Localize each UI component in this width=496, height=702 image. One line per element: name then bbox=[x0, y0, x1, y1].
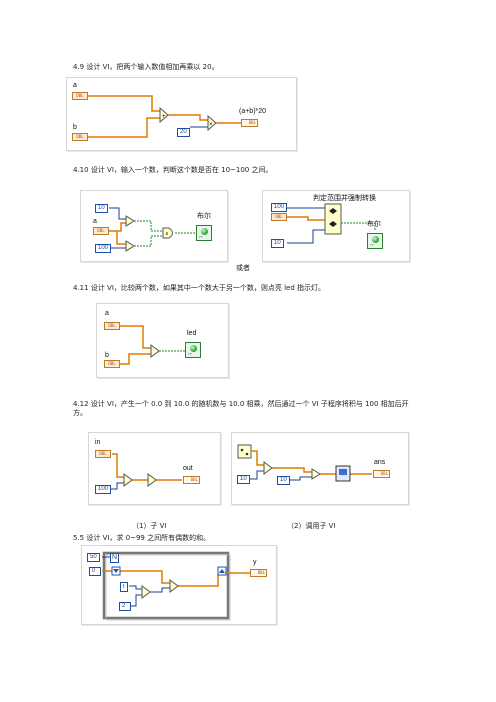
add-function-icon bbox=[123, 473, 133, 487]
output-label-y: y bbox=[253, 559, 257, 566]
multiply-function-icon bbox=[263, 461, 273, 475]
caption-call-subvi: （2）调用子 VI bbox=[287, 522, 336, 530]
input-label-a: a bbox=[73, 82, 77, 89]
block-diagram-4-10-a: ∧ 10 a DBL 100 布尔 TF bbox=[80, 190, 228, 262]
input-terminal-a: DBL bbox=[72, 92, 88, 100]
output-label: 布尔 bbox=[367, 221, 381, 228]
input-terminal-in: DBL bbox=[95, 450, 111, 458]
random-number-icon bbox=[237, 444, 252, 459]
add-function-icon bbox=[169, 579, 179, 593]
input-terminal-b: DBL bbox=[104, 360, 120, 368]
input-terminal-a: DBL bbox=[271, 213, 287, 221]
wires-4-12-a bbox=[109, 453, 182, 490]
greater-than-icon bbox=[150, 344, 160, 358]
greater-than-icon bbox=[125, 215, 135, 227]
wires-4-9: + × bbox=[88, 95, 241, 138]
block-diagram-4-12-b: 10 10 ans DBL bbox=[231, 432, 409, 505]
input-terminal-a: DBL bbox=[104, 322, 120, 330]
constant-50: 50 bbox=[87, 553, 100, 562]
input-terminal-b: DBL bbox=[72, 133, 88, 141]
wires-5-5 bbox=[102, 551, 250, 621]
block-diagram-4-11: a DBL b DBL led TF bbox=[96, 303, 229, 378]
block-diagram-4-9: + × a DBL b DBL 20 (a+b)*20 DBL bbox=[66, 77, 297, 151]
section-title-4-12: 4.12 设计 VI，产生一个 0.0 到 10.0 的随机数与 10.0 相乘… bbox=[73, 400, 409, 417]
wires-4-10-a: ∧ bbox=[109, 207, 196, 252]
block-diagram-4-12-a: in DBL 100 out DBL bbox=[88, 432, 221, 505]
wires-4-10-b bbox=[287, 203, 376, 244]
input-label-b: b bbox=[105, 352, 109, 359]
constant-100: 100 bbox=[95, 244, 112, 253]
less-than-icon bbox=[125, 240, 135, 252]
led-icon bbox=[190, 345, 197, 352]
svg-text:+: + bbox=[162, 114, 166, 120]
svg-text:∧: ∧ bbox=[165, 231, 169, 237]
led-indicator: TF bbox=[185, 342, 201, 358]
constant-100: 100 bbox=[271, 203, 288, 212]
constant-2: 2 bbox=[119, 602, 131, 611]
multiply-function-icon bbox=[141, 585, 151, 599]
in-range-coerce-icon bbox=[324, 203, 342, 235]
constant-10: 10 bbox=[95, 204, 108, 213]
boolean-indicator: TF bbox=[367, 233, 383, 249]
iteration-terminal: i bbox=[120, 582, 128, 592]
multiply-function-icon-2 bbox=[311, 468, 321, 480]
and-gate-icon bbox=[162, 227, 173, 239]
output-label: (a+b)*20 bbox=[239, 108, 267, 115]
loop-count-terminal: N bbox=[110, 553, 120, 563]
boolean-indicator: TF bbox=[196, 225, 212, 241]
or-separator: 或者 bbox=[236, 264, 250, 272]
wires-4-11 bbox=[120, 325, 185, 365]
initial-value-0: 0 bbox=[89, 567, 101, 576]
input-terminal-a: DBL bbox=[93, 227, 109, 235]
function-label: 判定范围并强制转换 bbox=[313, 195, 376, 202]
constant-10-b: 10 bbox=[277, 476, 290, 485]
output-label-out: out bbox=[183, 465, 193, 472]
block-diagram-5-5: 50 N 0 i 2 y DBL bbox=[81, 545, 277, 625]
section-title-4-9: 4.9 设计 VI，把两个输入数值相加再乘以 20。 bbox=[73, 63, 219, 71]
output-label-ans: ans bbox=[374, 459, 386, 466]
input-label-in: in bbox=[95, 439, 101, 446]
for-loop-frame bbox=[102, 551, 230, 620]
section-title-4-11: 4.11 设计 VI，比较两个数，如果其中一个数大于另一个数，则点亮 led 指… bbox=[73, 284, 326, 292]
input-label-a: a bbox=[105, 310, 109, 317]
constant-10: 10 bbox=[271, 239, 284, 248]
output-terminal-ans: DBL bbox=[373, 470, 390, 478]
section-title-4-10: 4.10 设计 VI，输入一个数，判断这个数是否在 10~100 之间。 bbox=[73, 166, 273, 174]
input-label-b: b bbox=[73, 124, 77, 131]
section-title-5-5: 5.5 设计 VI，求 0~99 之间所有偶数的和。 bbox=[73, 534, 211, 542]
constant-100: 100 bbox=[95, 485, 112, 494]
constant-10-a: 10 bbox=[237, 475, 250, 484]
multiply-function-icon bbox=[207, 114, 217, 132]
square-root-icon bbox=[147, 473, 157, 487]
output-terminal: DBL bbox=[241, 119, 258, 127]
svg-text:×: × bbox=[209, 122, 213, 128]
output-terminal-y: DBL bbox=[250, 569, 267, 577]
output-terminal-out: DBL bbox=[183, 476, 200, 484]
add-function-icon bbox=[159, 106, 169, 124]
wires-4-12-b bbox=[237, 444, 372, 482]
input-label-a: a bbox=[93, 218, 97, 225]
output-label: 布尔 bbox=[197, 213, 211, 220]
block-diagram-4-10-b: 判定范围并强制转换 100 a DBL 10 布尔 TF bbox=[262, 190, 410, 262]
caption-subvi: （1）子 VI bbox=[132, 522, 167, 530]
led-icon bbox=[372, 236, 379, 243]
constant-20: 20 bbox=[177, 128, 190, 137]
led-icon bbox=[201, 228, 208, 235]
output-label: led bbox=[187, 330, 197, 337]
